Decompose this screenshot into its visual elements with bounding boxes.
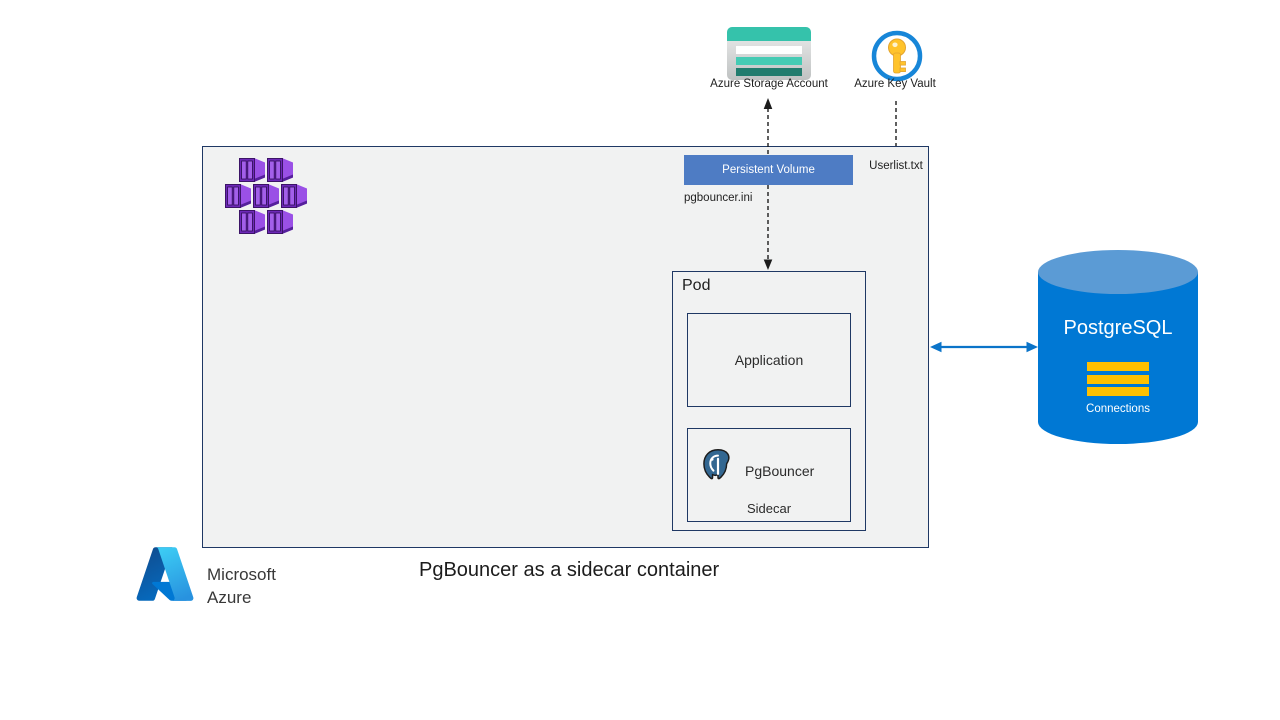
database-cylinder-icon [1038, 250, 1198, 444]
container-cube-icon [267, 210, 293, 234]
container-cube-icon [281, 184, 307, 208]
userlist-file-label: Userlist.txt [869, 160, 923, 172]
persistent-volume-box: Persistent Volume [684, 155, 853, 185]
connections-icon [1087, 362, 1149, 400]
storage-account-icon [727, 27, 811, 80]
postgresql-elephant-icon [703, 449, 730, 480]
connection-bar [1087, 374, 1149, 384]
key-vault-label: Azure Key Vault [854, 78, 936, 90]
pgbouncer-ini-file-label: pgbouncer.ini [684, 192, 753, 204]
container-cube-icon [239, 210, 265, 234]
brand-line-microsoft: Microsoft [207, 565, 276, 584]
container-cube-icon [253, 184, 279, 208]
connection-bar [1087, 362, 1149, 371]
application-label: Application [734, 352, 804, 368]
persistent-volume-label: Persistent Volume [722, 164, 815, 176]
microsoft-azure-wordmark: Microsoft Azure [207, 563, 276, 609]
pod-label: Pod [682, 277, 711, 294]
sidecar-role-label: Sidecar [746, 501, 792, 516]
key-vault-icon [871, 30, 923, 82]
azure-logo-icon [136, 547, 194, 601]
application-box: Application [687, 313, 851, 407]
container-cube-icon [225, 184, 251, 208]
storage-account-label: Azure Storage Account [710, 78, 828, 90]
connection-bar [1087, 387, 1149, 396]
pod-box [672, 271, 866, 531]
pod-to-database-connector [930, 341, 1038, 353]
connections-label: Connections [1086, 403, 1150, 415]
pgbouncer-label: PgBouncer [745, 463, 815, 479]
container-cube-icon [239, 158, 265, 182]
containers-icon [225, 158, 325, 236]
container-cube-icon [267, 158, 293, 182]
postgresql-label: PostgreSQL [1063, 317, 1173, 339]
diagram-title: PgBouncer as a sidecar container [419, 559, 720, 581]
brand-line-azure: Azure [207, 588, 252, 607]
